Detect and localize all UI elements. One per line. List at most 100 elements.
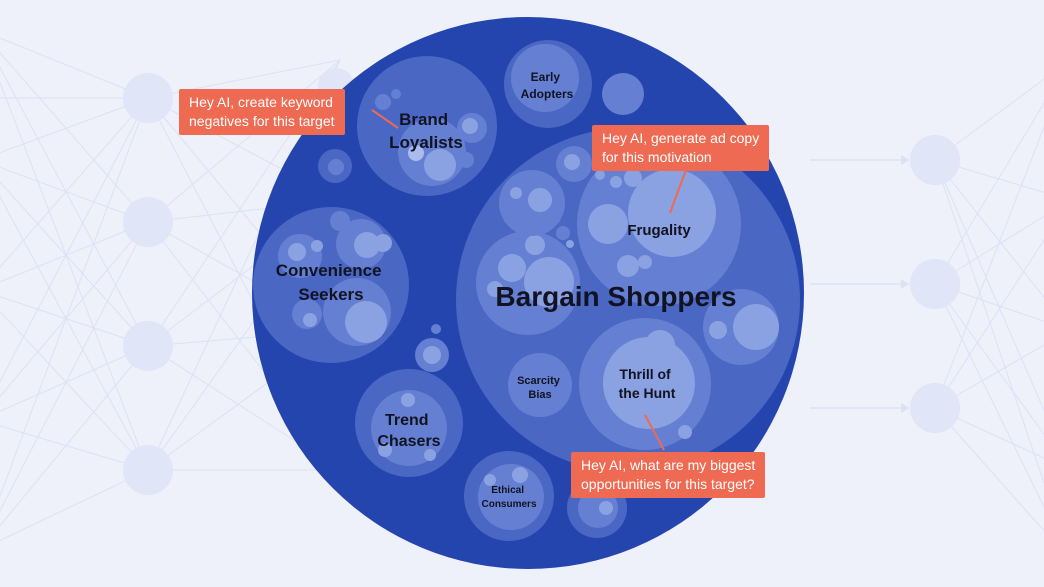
segment-label-early-adopters: Early Adopters [521,70,574,101]
arrow-icon [901,279,909,289]
sub-bubble [303,313,317,327]
network-edge [0,425,149,471]
network-edge [934,407,1044,532]
sub-bubble [378,443,392,457]
network-edge [0,66,149,347]
segment-label-convenience-seekers: Convenience Seekers [276,261,387,304]
callout-connector-opportunities [644,414,665,451]
bubble-layer [253,40,800,541]
network-node [123,197,173,247]
network-edge [0,221,149,283]
network-edge [0,310,149,471]
motivation-inner [628,169,716,257]
network-node [910,259,960,309]
network-edge [934,283,1044,508]
network-edge [0,97,149,154]
callout-line: for this motivation [602,149,712,165]
sub-bubble [354,232,380,258]
sub-bubble [423,346,441,364]
callout-line: opportunities for this target? [581,476,755,492]
segment-label-brand-loyalists: Brand Loyalists [389,110,463,152]
sub-bubble [624,169,642,187]
sub-bubble [458,152,474,168]
sub-bubble [664,402,680,418]
network-edge [0,97,149,383]
sub-bubble [487,281,503,297]
network-edge [934,283,1044,436]
sub-bubble [638,255,652,269]
segment-label-trend-chasers: Trend Chasers [377,412,440,450]
network-edge [0,345,149,412]
network-node [910,135,960,185]
sub-bubble [528,188,552,212]
center-label: Bargain Shoppers [495,281,736,312]
sub-bubble [498,254,526,282]
sub-bubble [401,393,415,407]
sub-bubble [524,257,574,307]
sub-bubble [733,304,779,350]
segment-label-thrill-of-the-hunt: Thrill of the Hunt [619,366,676,401]
sub-bubble [511,44,579,112]
network-edge [0,166,149,223]
sub-bubble [512,467,528,483]
sub-bubble [391,89,401,99]
callout-line: Hey AI, what are my biggest [581,457,756,473]
network-node [910,383,960,433]
segment-label-frugality: Frugality [627,222,691,239]
callout-connector-keyword [371,109,399,129]
callout-ad-copy: Hey AI, generate ad copy for this motiva… [592,125,770,171]
network-edge [0,37,149,99]
network-edge [0,221,149,513]
sub-bubble [566,240,574,248]
arrow-icon [901,155,909,165]
arrow-icon [901,403,909,413]
sub-bubble [328,159,344,175]
callout-line: Hey AI, generate ad copy [602,130,760,146]
sub-bubble [588,204,628,244]
network-edge [934,159,1044,485]
network-edge [0,296,149,347]
sub-bubble [617,255,639,277]
network-edge [0,52,149,223]
segment-label-scarcity-bias: Scarcity Bias [517,375,563,401]
network-node [123,73,173,123]
network-edge [0,97,149,268]
sub-bubble [556,226,570,240]
sub-bubble [508,353,572,417]
sub-bubble [484,474,496,486]
callout-connector-adcopy [669,169,687,214]
sub-bubble [462,118,478,134]
sub-bubble [288,243,306,261]
callout-opportunities: Hey AI, what are my biggest opportunitie… [571,452,766,498]
network-node [123,321,173,371]
sub-bubble [595,170,605,180]
network-edge [934,125,1044,409]
segment-label-ethical-consumers: Ethical Consumers [481,485,536,510]
network-edge [0,195,149,471]
sub-bubble [375,94,391,110]
sub-bubble [599,501,613,515]
network-edge [934,159,1044,299]
sub-bubble [525,235,545,255]
network-edge [934,78,1044,161]
sub-bubble [431,324,441,334]
network-edge [0,345,149,527]
sub-bubble [345,301,387,343]
sub-bubble [424,449,436,461]
callout-line: Hey AI, create keyword [189,94,333,110]
network-edge [0,221,149,398]
network-node [123,445,173,495]
sub-bubble [311,240,323,252]
network-edge [0,181,149,347]
sub-bubble [478,464,544,530]
sub-bubble [610,176,622,188]
network-edge [0,469,149,542]
network-edge [934,239,1044,409]
sub-bubble [424,149,456,181]
network-edge [147,59,341,223]
sub-bubble [408,145,424,161]
sub-bubble [602,73,644,115]
network-edge [934,215,1044,285]
sub-bubble [645,330,675,360]
